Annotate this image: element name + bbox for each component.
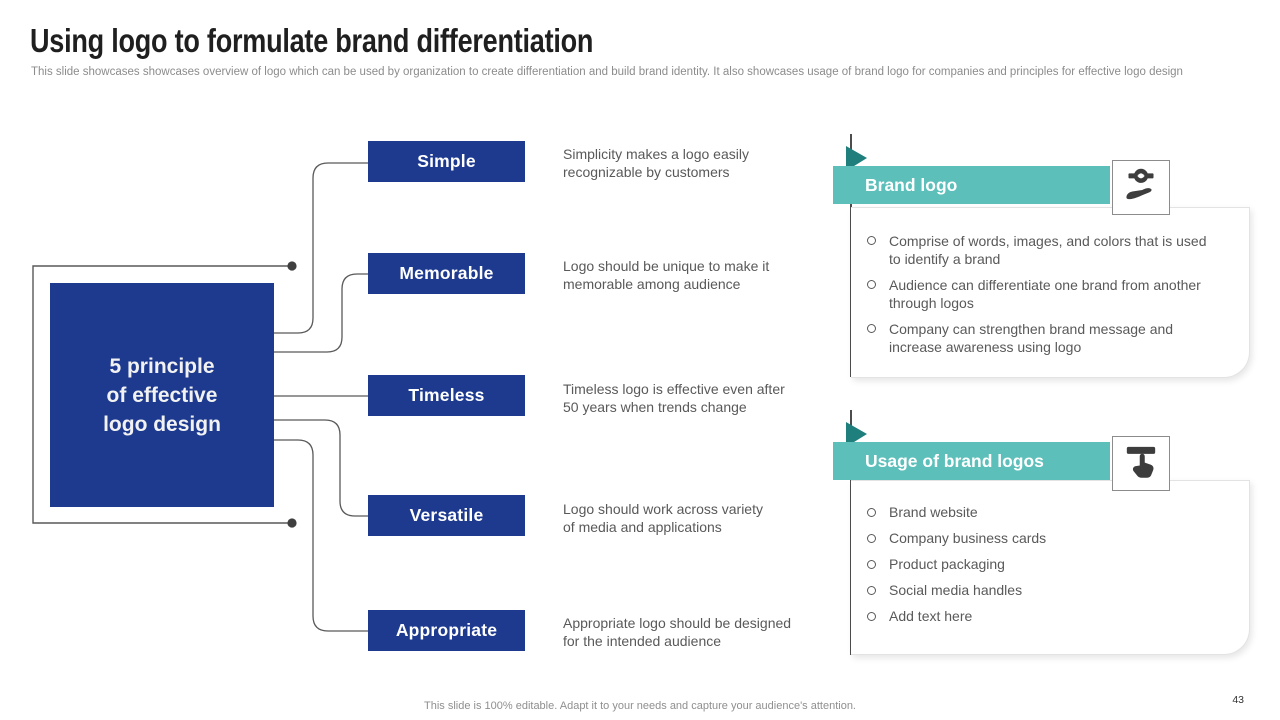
connector-lines xyxy=(32,162,368,632)
brand-logo-iconbox[interactable] xyxy=(1112,160,1170,215)
bullet-text: Brand website xyxy=(889,504,978,520)
principle-box-simple[interactable]: Simple xyxy=(368,141,525,182)
principle-desc-versatile: Logo should work across variety of media… xyxy=(563,501,763,535)
circle-bullet-icon xyxy=(867,324,876,333)
brand-logo-card: Comprise of words, images, and colors th… xyxy=(851,207,1250,378)
circle-bullet-icon xyxy=(867,508,876,517)
brand-logo-banner-label: Brand logo xyxy=(865,174,958,195)
bullet-text: Add text here xyxy=(889,608,973,624)
footer-note: This slide is 100% editable. Adapt it to… xyxy=(424,700,856,712)
principle-label: Timeless xyxy=(408,385,485,405)
bullet-text: Product packaging xyxy=(889,556,1005,572)
list-item: Brand website xyxy=(866,504,1233,521)
bullet-text: Social media handles xyxy=(889,582,1023,598)
principle-label: Appropriate xyxy=(395,620,498,640)
hand-presenting-badge-icon xyxy=(1120,165,1162,210)
list-item: Comprise of words, images, and colors th… xyxy=(866,232,1233,268)
principle-desc-simple: Simplicity makes a logo easily recogniza… xyxy=(563,146,749,180)
usage-banner[interactable]: Usage of brand logos xyxy=(833,442,1110,480)
list-item: Audience can differentiate one brand fro… xyxy=(866,276,1233,312)
principle-desc-memorable: Logo should be unique to make it memorab… xyxy=(563,258,770,292)
principle-box-appropriate[interactable]: Appropriate xyxy=(368,610,525,651)
list-item: Product packaging xyxy=(866,556,1233,573)
principle-desc-timeless: Timeless logo is effective even after 50… xyxy=(563,381,785,415)
ribbon-flag-icon xyxy=(846,422,867,447)
page-title: Using logo to formulate brand differenti… xyxy=(30,22,594,59)
page-subtitle: This slide showcases showcases overview … xyxy=(31,66,1183,78)
bracket-dot-top xyxy=(287,261,297,271)
principle-label: Versatile xyxy=(409,505,484,525)
principle-label: Simple xyxy=(417,151,476,171)
ribbon-flag-icon xyxy=(846,146,867,171)
list-item: Add text here xyxy=(866,608,1233,625)
circle-bullet-icon xyxy=(867,560,876,569)
usage-banner-label: Usage of brand logos xyxy=(865,450,1044,471)
circle-bullet-icon xyxy=(867,534,876,543)
principle-box-timeless[interactable]: Timeless xyxy=(368,375,525,416)
principle-label: Memorable xyxy=(399,263,494,283)
center-principle-label: 5 principle of effective logo design xyxy=(103,354,221,436)
usage-iconbox[interactable] xyxy=(1112,436,1170,491)
circle-bullet-icon xyxy=(867,236,876,245)
principle-box-versatile[interactable]: Versatile xyxy=(368,495,525,536)
principle-desc-appropriate: Appropriate logo should be designed for … xyxy=(563,615,792,649)
bullet-text: Company business cards xyxy=(889,530,1047,546)
circle-bullet-icon xyxy=(867,612,876,621)
circle-bullet-icon xyxy=(867,586,876,595)
brand-logo-banner[interactable]: Brand logo xyxy=(833,166,1110,204)
usage-card: Brand website Company business cards Pro… xyxy=(851,480,1250,655)
circle-bullet-icon xyxy=(867,280,876,289)
bullet-text: Company can strengthen brand message and… xyxy=(889,321,1174,355)
list-item: Social media handles xyxy=(866,582,1233,599)
list-item: Company can strengthen brand message and… xyxy=(866,320,1233,356)
page-number: 43 xyxy=(1232,694,1244,706)
center-principle-box[interactable]: 5 principle of effective logo design xyxy=(50,283,274,507)
bracket-dot-bottom xyxy=(287,518,297,528)
list-item: Company business cards xyxy=(866,530,1233,547)
tap-hand-icon xyxy=(1121,441,1161,486)
bullet-text: Comprise of words, images, and colors th… xyxy=(889,233,1207,267)
principle-box-memorable[interactable]: Memorable xyxy=(368,253,525,294)
bullet-text: Audience can differentiate one brand fro… xyxy=(889,277,1201,311)
